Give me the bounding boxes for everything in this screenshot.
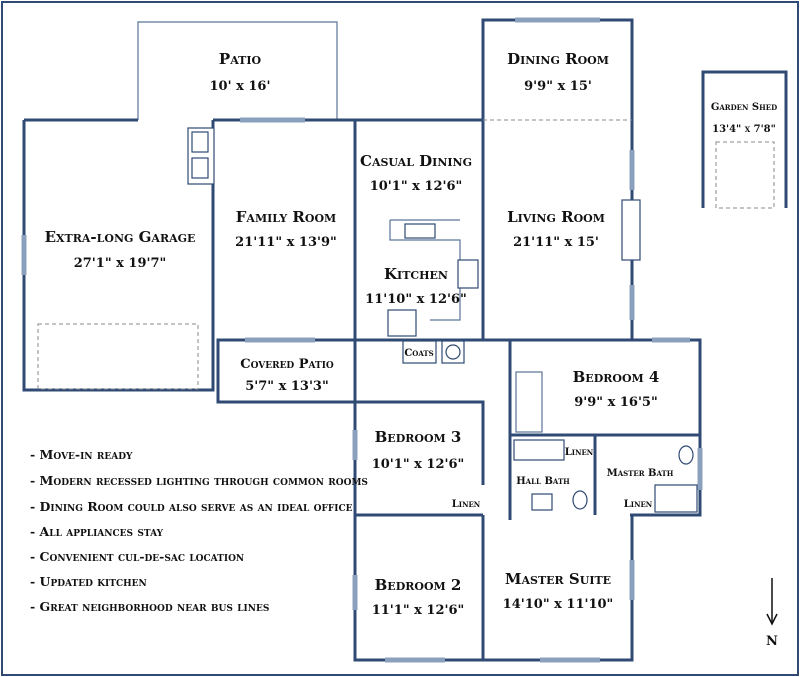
casual-dining-dim: 10'1" x 12'6" [370,179,463,194]
garden-shed-name: Garden Shed [711,102,777,113]
kitchen-name: Kitchen [384,265,448,283]
bedroom4-closet [515,371,543,433]
casual-dining-name: Casual Dining [360,152,472,170]
coats-label: Coats [404,348,433,359]
compass-label: N [766,634,778,649]
feature-text: All appliances stay [39,524,164,539]
bedroom2-name: Bedroom 2 [375,576,462,594]
hall-bath-label: Hall Bath [516,476,570,487]
master-bath-label: Master Bath [607,468,674,479]
coats-closet [402,340,437,364]
living-room-dim: 21'11" x 15' [513,235,599,250]
family-room-walls [213,118,357,340]
garage-walls [22,118,215,392]
master-shower [654,484,698,513]
family-room-name: Family Room [236,208,336,226]
master-toilet [678,445,694,465]
feature-item: - Updated kitchen [30,574,147,589]
feature-item: - Dining Room could also serve as an ide… [30,499,353,514]
dining-room-dim: 9'9" x 15' [524,79,592,94]
stove [457,259,479,289]
bedroom3-walls [355,400,485,517]
feature-item: - Great neighborhood near bus lines [30,599,270,614]
master-suite-dim: 14'10" x 11'10" [503,597,614,612]
garden-shed-walls [701,70,788,208]
bedroom4-walls [508,338,702,520]
bedroom4-dim: 9'9" x 16'5" [574,395,658,410]
covered-patio-name: Covered Patio [240,357,334,372]
dryer [191,157,209,179]
hall-bathtub [513,439,565,461]
feature-item: - Modern recessed lighting through commo… [30,473,368,488]
kitchen-counter [389,220,461,321]
covered-patio-dim: 5'7" x 13'3" [245,379,329,394]
kitchen-dim: 11'10" x 12'6" [365,292,467,307]
feature-item: - All appliances stay [30,524,164,539]
garage-door-outline [37,323,199,390]
hall-toilet [572,490,588,510]
garage-name: Extra-long Garage [45,228,196,246]
patio-name: Patio [219,50,262,68]
feature-item: - Convenient cul-de-sac location [30,549,245,564]
feature-text: Convenient cul-de-sac location [39,549,245,564]
feature-text: Great neighborhood near bus lines [39,599,270,614]
linen-master-label: Linen [624,499,653,510]
shed-door-outline [715,141,775,209]
feature-text: Modern recessed lighting through common … [39,473,368,488]
dining-living-walls [481,18,634,340]
living-room-name: Living Room [507,208,605,226]
bedroom3-name: Bedroom 3 [375,428,462,446]
hall-sink [531,493,553,511]
refrigerator [387,309,417,337]
water-heater [445,344,461,360]
bedroom2-dim: 11'1" x 12'6" [372,603,465,618]
garden-shed-dim: 13'4" x 7'8" [712,124,776,135]
patio-dim: 10' x 16' [210,79,271,94]
dining-room-name: Dining Room [507,50,609,68]
feature-text: Updated kitchen [39,574,147,589]
feature-text: Move-in ready [39,447,133,462]
garage-dim: 27'1" x 19'7" [74,256,167,271]
master-suite-name: Master Suite [505,570,611,588]
linen-bath-label: Linen [565,447,594,458]
compass-arrowhead [766,613,778,626]
family-room-dim: 21'11" x 13'9" [235,235,337,250]
kitchen-sink [404,223,436,239]
patio-outline [137,21,338,120]
feature-item: - Move-in ready [30,447,133,462]
washer [191,131,209,153]
bedroom4-name: Bedroom 4 [573,368,660,386]
linen-bed3-label: Linen [452,499,481,510]
fireplace [621,199,641,261]
bedroom3-dim: 10'1" x 12'6" [372,457,465,472]
feature-text: Dining Room could also serve as an ideal… [39,499,353,514]
